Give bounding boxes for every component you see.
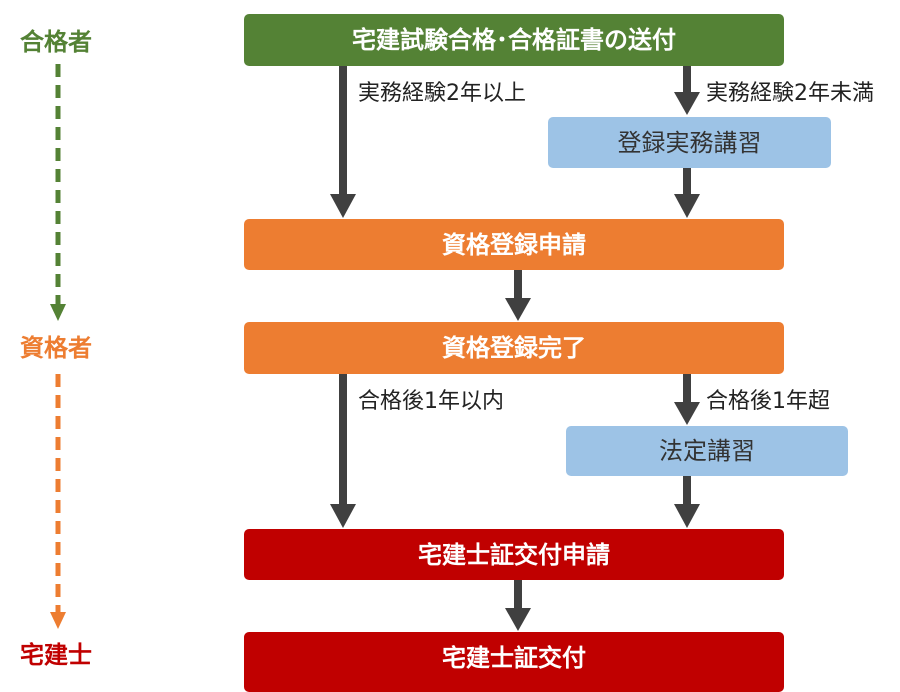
condition-experience-under-2y: 実務経験2年未満 [706, 81, 874, 106]
step-registration-complete: 資格登録完了 [244, 322, 784, 374]
step-registration-application: 資格登録申請 [244, 219, 784, 270]
stage-connector-orange [50, 374, 66, 629]
step-statutory-course: 法定講習 [566, 426, 848, 476]
arrow-right-to-registration-course [674, 66, 700, 115]
condition-within-1y: 合格後1年以内 [358, 389, 504, 414]
step-license-application: 宅建士証交付申請 [244, 529, 784, 580]
flow-arrows [50, 64, 700, 631]
stage-label-qualified: 資格者 [20, 334, 92, 362]
arrow-application-to-complete [505, 270, 531, 321]
arrow-course-to-registration-application [674, 168, 700, 218]
arrow-right-to-statutory-course [674, 374, 700, 425]
arrow-application-to-issued [505, 580, 531, 631]
stage-connector-green [50, 64, 66, 321]
arrow-course-to-license-application [674, 476, 700, 528]
arrow-left-to-license-application [330, 374, 356, 528]
condition-experience-2y-or-more: 実務経験2年以上 [358, 81, 526, 106]
stage-label-licensed: 宅建士 [20, 641, 92, 669]
step-exam-pass: 宅建試験合格･合格証書の送付 [244, 14, 784, 66]
step-license-issued: 宅建士証交付 [244, 632, 784, 692]
stage-label-passed: 合格者 [20, 28, 92, 56]
step-registration-course: 登録実務講習 [548, 117, 831, 168]
condition-over-1y: 合格後1年超 [706, 389, 830, 414]
arrow-left-to-registration-application [330, 66, 356, 218]
